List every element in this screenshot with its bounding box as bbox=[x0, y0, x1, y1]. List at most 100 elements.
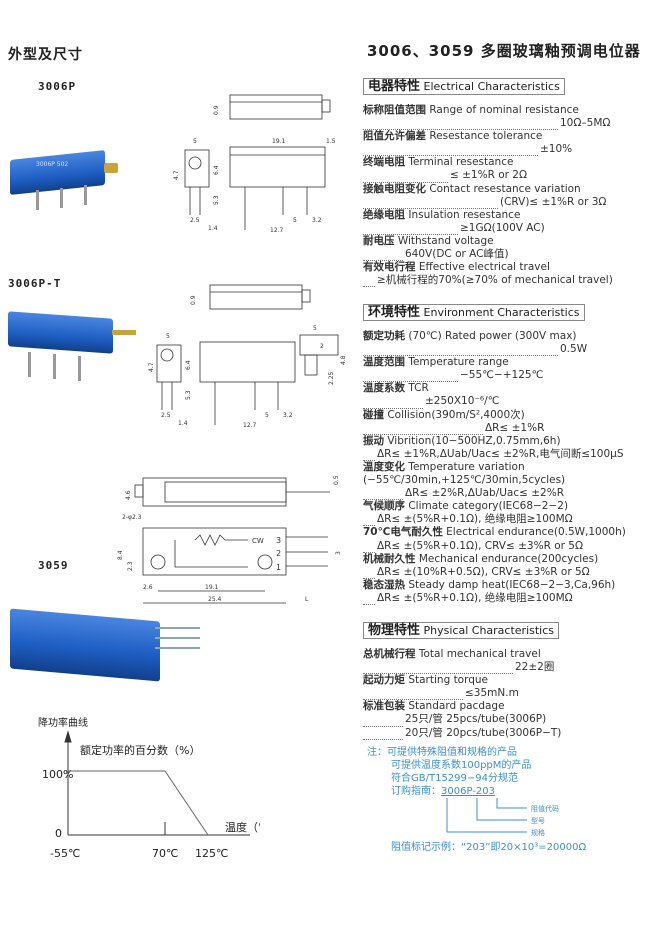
photo-3006p-t bbox=[8, 310, 138, 385]
dotted-leader bbox=[363, 451, 375, 461]
dim-label: 2 bbox=[320, 343, 324, 350]
dim-label: 12.7 bbox=[243, 422, 257, 429]
spec-value: ≤35mN.m bbox=[465, 687, 519, 700]
spec-value-row: ΔR≤ ±1%R,ΔUab/Uac≤ ±2%R,电气间断≤100μS bbox=[363, 448, 668, 461]
dim-label: 2.25 bbox=[328, 371, 335, 385]
dotted-leader bbox=[363, 690, 463, 701]
spec-item: 额定功耗 (70℃) Rated power (300V max) bbox=[363, 330, 668, 343]
legend-model: 型号 bbox=[531, 817, 545, 825]
spec-label-cn: 阻值允许偏差 bbox=[363, 130, 426, 143]
dim-label: 5.3 bbox=[213, 195, 220, 205]
spec-item: 温度系数 TCR bbox=[363, 382, 668, 395]
dim-label: 1.5 bbox=[326, 138, 336, 145]
spec-value: ΔR≤ ±(5%R+0.1Ω), CRV≤ ±3%R or 5Ω bbox=[377, 539, 583, 552]
order-code-legend-lines bbox=[446, 798, 527, 833]
order-guide-label: 订购指南： bbox=[391, 786, 441, 797]
spec-label-en: Effective electrical travel bbox=[418, 261, 550, 274]
spec-label-en: Terminal resestance bbox=[408, 156, 514, 169]
spec-item: 绝缘电阻 Insulation resestance bbox=[363, 209, 663, 222]
spec-value-row: 20只/管 20pcs/tube(3006P−T) bbox=[363, 727, 663, 740]
spec-label-cn: 振动 bbox=[363, 434, 384, 447]
spec-label-en: Vibrition(10−500HZ,0.75mm,6h) bbox=[387, 434, 561, 447]
spec-value: ΔR≤ ±(10%R+0.5Ω), CRV≤ ±3%R or 5Ω bbox=[377, 565, 590, 578]
spec-label-cn: 机械耐久性 bbox=[363, 552, 416, 565]
spec-label-cn: 70℃电气耐久性 bbox=[363, 526, 443, 539]
dim-label: 4.8 bbox=[340, 355, 347, 365]
note-line: 可提供温度系数100ppM的产品 bbox=[391, 760, 532, 771]
spec-item: 终端电阻 Terminal resestance bbox=[363, 156, 663, 169]
y-tick-100: 100% bbox=[42, 768, 73, 781]
dim-label: 12.7 bbox=[270, 227, 284, 234]
environment-section: 环境特性 Environment Characteristics 额定功耗 (7… bbox=[363, 301, 668, 605]
spec-label-cn: 接触电阻变化 bbox=[363, 182, 426, 195]
spec-label-en: (70℃) Rated power (300V max) bbox=[408, 330, 577, 342]
spec-value: ΔR≤ ±1%R bbox=[485, 421, 545, 434]
spec-item: 温度变化 Temperature variation bbox=[363, 461, 668, 474]
dim-label: CW bbox=[252, 537, 264, 545]
note-prefix: 注： bbox=[367, 747, 387, 758]
spec-label-cn: 温度范围 bbox=[363, 356, 405, 369]
dotted-leader bbox=[363, 251, 403, 262]
spec-value-row: 640V(DC or AC峰值) bbox=[363, 248, 663, 262]
spec-value: −55℃−+125℃ bbox=[460, 369, 544, 382]
dotted-leader bbox=[363, 277, 375, 288]
spec-label-en: Range of nominal resistance bbox=[429, 104, 579, 116]
dim-label: 6.4 bbox=[213, 165, 220, 175]
spec-label-en: Electrical endurance(0.5W,1000h) bbox=[446, 526, 626, 539]
dim-label: 4.7 bbox=[173, 170, 180, 180]
spec-value-row: ≤35mN.m bbox=[363, 687, 663, 701]
legend-spec: 规格 bbox=[531, 829, 545, 837]
spec-label-cn: 额定功耗 bbox=[363, 330, 405, 342]
dim-label: 1.4 bbox=[208, 225, 218, 232]
spec-value-row: ΔR≤ ±2%R,ΔUab/Uac≤ ±2%R bbox=[363, 487, 668, 501]
spec-label-cn: 温度系数 bbox=[363, 382, 405, 395]
spec-value-row: ≤ ±1%R or 2Ω bbox=[363, 169, 663, 183]
dim-label: 2-φ2.3 bbox=[122, 514, 142, 521]
dim-label: 2.3 bbox=[127, 561, 134, 571]
spec-label-cn: 标称阻值范围 bbox=[363, 104, 426, 116]
spec-value-row: 10Ω–5MΩ bbox=[363, 117, 663, 131]
spec-item: 标准包装 Standard pacdage bbox=[363, 700, 663, 713]
order-code-model: 3006P bbox=[441, 786, 473, 797]
spec-value: 0.5W bbox=[560, 343, 588, 356]
spec-value-row: ΔR≤ ±1%R bbox=[363, 422, 668, 435]
spec-item: 稳态湿热 Steady damp heat(IEC68−2−3,Ca,96h) bbox=[363, 579, 668, 592]
note-line: 可提供特殊阻值和规格的产品 bbox=[387, 747, 517, 758]
environment-header: 环境特性 Environment Characteristics bbox=[363, 304, 585, 321]
spec-item: 阻值允许偏差 Resestance tolerance bbox=[363, 130, 663, 143]
model-label-3059: 3059 bbox=[38, 559, 69, 572]
spec-label-en: Temperature range bbox=[408, 356, 509, 369]
spec-item: 振动 Vibrition(10−500HZ,0.75mm,6h) bbox=[363, 435, 668, 448]
spec-value: 10Ω–5MΩ bbox=[560, 117, 611, 130]
dotted-leader bbox=[363, 595, 375, 605]
spec-label-cn: 碰撞 bbox=[363, 408, 384, 421]
spec-label-en: Resestance tolerance bbox=[429, 130, 543, 143]
page-title: 3006、3059 多圈玻璃釉预调电位器 bbox=[367, 42, 641, 60]
dim-label: 2.6 bbox=[143, 584, 153, 591]
dim-label: 5 bbox=[293, 217, 297, 224]
dim-label: 3.2 bbox=[283, 412, 293, 419]
spec-label-en: Temperature variation bbox=[408, 460, 525, 473]
spec-label-cn: 温度变化 bbox=[363, 460, 405, 473]
spec-value-row: 25只/管 25pcs/tube(3006P) bbox=[363, 713, 663, 727]
pin-label: 1 bbox=[276, 563, 281, 572]
spec-label-cn: 有效电行程 bbox=[363, 261, 416, 274]
spec-label-cn: 起动力矩 bbox=[363, 674, 405, 687]
photo-3059 bbox=[5, 605, 200, 695]
derating-ylabel: 额定功率的百分数（%） bbox=[80, 743, 200, 757]
spec-item: 有效电行程 Effective electrical travel bbox=[363, 261, 663, 274]
drawing-3006p-t: 0.9 5 4.7 6.4 5.3 2.5 1.4 5 3.2 12.7 5 2… bbox=[148, 284, 347, 429]
dotted-leader bbox=[363, 346, 558, 357]
spec-label-en: Climate category(IEC68−2−2) bbox=[408, 500, 569, 513]
spec-value-row: ΔR≤ ±(5%R+0.1Ω), 绝缘电阻≥100MΩ bbox=[363, 513, 668, 527]
spec-value: 22±2圈 bbox=[515, 661, 555, 674]
order-code-resistance: -203 bbox=[472, 786, 495, 797]
spec-value: 640V(DC or AC峰值) bbox=[405, 248, 509, 261]
spec-label-en: Total mechanical travel bbox=[418, 648, 541, 660]
y-tick-0: 0 bbox=[55, 827, 62, 840]
spec-item: 机械耐久性 Mechanical endurance(200cycles) bbox=[363, 553, 668, 566]
spec-value: 25只/管 25pcs/tube(3006P) bbox=[405, 713, 547, 726]
spec-value-row: 0.5W bbox=[363, 343, 668, 357]
x-tick: -55℃ bbox=[50, 847, 80, 860]
dim-label: 19.1 bbox=[272, 138, 286, 145]
